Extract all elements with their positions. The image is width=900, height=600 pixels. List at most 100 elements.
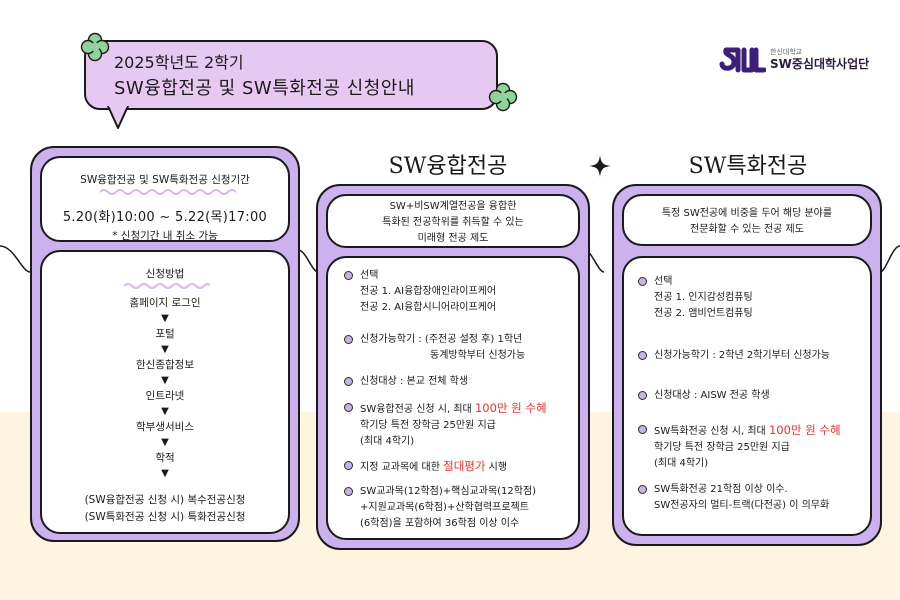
specialized-benefit: SW특화전공 신청 시, 최대 100만 원 수혜 학기당 특전 장학금 25만… (638, 422, 841, 472)
method-card: 신청방법 홈페이지 로그인 ▼ 포털 ▼ 한신종합정보 ▼ 인트라넷 ▼ 학부생… (40, 250, 290, 534)
bullet-dot-icon (638, 391, 647, 400)
title-line1: 2025학년도 2학기 (114, 53, 244, 72)
squiggle-underline (100, 189, 236, 195)
grading-text: 시행 (485, 462, 508, 473)
period-note: * 신청기간 내 취소 가능 (112, 230, 218, 242)
credits-line: +지원교과목(6학점)+산학협력프로젝트 (360, 502, 529, 513)
step-item: 포털 (155, 328, 175, 340)
term-line: 동계방학부터 신청가능 (430, 350, 526, 361)
clover-icon (80, 32, 110, 62)
step-item: 학적 (155, 452, 175, 464)
select-line: 전공 1. 인지감성컴퓨팅 (654, 292, 753, 303)
logo-small-text: 한신대학교 (770, 48, 803, 56)
sparkle-icon (589, 155, 611, 177)
grading-text: 지정 교과목에 대한 (360, 462, 444, 473)
sw-logo-icon (719, 47, 766, 73)
benefit-highlight: 100만 원 수혜 (474, 401, 547, 415)
bubble-tail (107, 106, 129, 129)
down-arrow-icon: ▼ (161, 313, 169, 324)
convergence-panel: SW+비SW계열전공을 융합한 특화된 전공학위를 취득할 수 있는 미래형 전… (316, 184, 590, 550)
specialized-details-card: 선택 전공 1. 인지감성컴퓨팅 전공 2. 앰비언트컴퓨팅 신청가능학기 : … (622, 256, 872, 536)
bullet-dot-icon (344, 487, 353, 496)
convergence-intro-card: SW+비SW계열전공을 융합한 특화된 전공학위를 취득할 수 있는 미래형 전… (326, 194, 580, 248)
bullet-dot-icon (638, 277, 647, 286)
select-title: 선택 (654, 276, 673, 287)
grading-highlight: 절대평가 (443, 459, 486, 473)
step-item: 인트라넷 (145, 390, 185, 402)
convergence-target: 신청대상 : 본교 전체 학생 (344, 374, 469, 390)
step-item: 학부생서비스 (136, 421, 194, 433)
term-line: 신청가능학기 : (주전공 설정 후) 1학년 (360, 334, 523, 345)
step-item: 홈페이지 로그인 (129, 297, 201, 309)
down-arrow-icon: ▼ (161, 375, 169, 386)
down-arrow-icon: ▼ (161, 437, 169, 448)
convergence-grading: 지정 교과목에 대한 절대평가 시행 (344, 458, 508, 476)
intro-line: 특화된 전공학위를 취득할 수 있는 (382, 217, 524, 228)
bullet-dot-icon (344, 335, 353, 344)
benefit-highlight: 100만 원 수혜 (768, 423, 841, 437)
target-text: 신청대상 : AISW 전공 학생 (654, 390, 770, 401)
specialized-intro: 특정 SW전공에 비중을 두어 해당 분야를 전문화할 수 있는 전공 제도 (624, 206, 870, 238)
intro-line: 전문화할 수 있는 전공 제도 (690, 224, 804, 235)
period-card: SW융합전공 및 SW특화전공 신청기간 5.20(화)10:00 ~ 5.22… (40, 156, 290, 242)
title-line2: SW융합전공 및 SW특화전공 신청안내 (114, 78, 415, 99)
benefit-line: (최대 4학기) (654, 458, 709, 469)
specialized-term: 신청가능학기 : 2학년 2학기부터 신청가능 (638, 348, 831, 364)
logo: 한신대학교 SW중심대학사업단 (718, 46, 869, 74)
squiggle-underline (124, 283, 210, 289)
method-final: (SW융합전공 신청 시) 복수전공신청 (SW특화전공 신청 시) 특화전공신… (42, 492, 288, 526)
heading-convergence: SW융합전공 (388, 154, 508, 179)
bullet-dot-icon (638, 351, 647, 360)
select-title: 선택 (360, 270, 379, 281)
credits-line: SW특화전공 21학점 이상 이수. (654, 484, 788, 495)
convergence-credits: SW교과목(12학점)+핵심교과목(12학점) +지원교과목(6학점)+산학협력… (344, 484, 537, 532)
bullet-dot-icon (638, 485, 647, 494)
final-specialized: (SW특화전공 신청 시) 특화전공신청 (84, 511, 246, 523)
benefit-line: 학기당 특전 장학금 25만원 지급 (360, 420, 496, 431)
title-bubble: 2025학년도 2학기 SW융합전공 및 SW특화전공 신청안내 (84, 40, 498, 110)
intro-line: 특정 SW전공에 비중을 두어 해당 분야를 (661, 208, 833, 219)
credits-line: SW교과목(12학점)+핵심교과목(12학점) (360, 486, 537, 497)
specialized-credits: SW특화전공 21학점 이상 이수. SW전공자의 멀티-트랙(다전공) 이 의… (638, 482, 830, 514)
left-panel: SW융합전공 및 SW특화전공 신청기간 5.20(화)10:00 ~ 5.22… (30, 146, 300, 542)
step-item: 한신종합정보 (136, 359, 194, 371)
down-arrow-icon: ▼ (161, 344, 169, 355)
convergence-benefit: SW융합전공 신청 시, 최대 100만 원 수혜 학기당 특전 장학금 25만… (344, 400, 547, 450)
specialized-panel: 특정 SW전공에 비중을 두어 해당 분야를 전문화할 수 있는 전공 제도 선… (612, 184, 882, 546)
select-line: 전공 1. AI융합장애인라이프케어 (360, 286, 497, 297)
convergence-intro: SW+비SW계열전공을 융합한 특화된 전공학위를 취득할 수 있는 미래형 전… (328, 199, 578, 247)
convergence-details-card: 선택 전공 1. AI융합장애인라이프케어 전공 2. AI융합시니어라이프케어… (326, 256, 580, 540)
title-area: 2025학년도 2학기 SW융합전공 및 SW특화전공 신청안내 (84, 40, 498, 110)
period-dates: 5.20(화)10:00 ~ 5.22(목)17:00 (62, 210, 268, 225)
select-line: 전공 2. 앰비언트컴퓨팅 (654, 308, 753, 319)
intro-line: 미래형 전공 제도 (417, 233, 489, 244)
down-arrow-icon: ▼ (161, 406, 169, 417)
down-arrow-icon: ▼ (161, 468, 169, 479)
term-text: 신청가능학기 : 2학년 2학기부터 신청가능 (654, 350, 831, 361)
bullet-dot-icon (638, 425, 647, 434)
bullet-dot-icon (344, 377, 353, 386)
benefit-text: SW특화전공 신청 시, 최대 (654, 426, 769, 437)
benefit-line: 학기당 특전 장학금 25만원 지급 (654, 442, 790, 453)
specialized-intro-card: 특정 SW전공에 비중을 두어 해당 분야를 전문화할 수 있는 전공 제도 (622, 194, 872, 246)
intro-line: SW+비SW계열전공을 융합한 (389, 201, 517, 212)
logo-main-text: SW중심대학사업단 (770, 57, 870, 71)
method-label: 신청방법 (145, 268, 185, 280)
period-label: SW융합전공 및 SW특화전공 신청기간 (80, 174, 250, 186)
bullet-dot-icon (344, 403, 353, 412)
target-text: 신청대상 : 본교 전체 학생 (360, 376, 469, 387)
credits-line: SW전공자의 멀티-트랙(다전공) 이 의무화 (654, 500, 830, 511)
credits-line: (6학점)을 포함하여 36학점 이상 이수 (360, 518, 520, 529)
method-steps: 홈페이지 로그인 ▼ 포털 ▼ 한신종합정보 ▼ 인트라넷 ▼ 학부생서비스 ▼… (42, 296, 288, 482)
clover-icon (488, 82, 518, 112)
heading-specialized: SW특화전공 (688, 154, 808, 179)
convergence-term: 신청가능학기 : (주전공 설정 후) 1학년 동계방학부터 신청가능 (344, 332, 526, 364)
bullet-dot-icon (344, 271, 353, 280)
specialized-select: 선택 전공 1. 인지감성컴퓨팅 전공 2. 앰비언트컴퓨팅 (638, 274, 753, 322)
select-line: 전공 2. AI융합시니어라이프케어 (360, 302, 497, 313)
specialized-target: 신청대상 : AISW 전공 학생 (638, 388, 770, 404)
final-convergence: (SW융합전공 신청 시) 복수전공신청 (84, 494, 246, 506)
convergence-select: 선택 전공 1. AI융합장애인라이프케어 전공 2. AI융합시니어라이프케어 (344, 268, 497, 316)
benefit-line: (최대 4학기) (360, 436, 415, 447)
bullet-dot-icon (344, 461, 353, 470)
